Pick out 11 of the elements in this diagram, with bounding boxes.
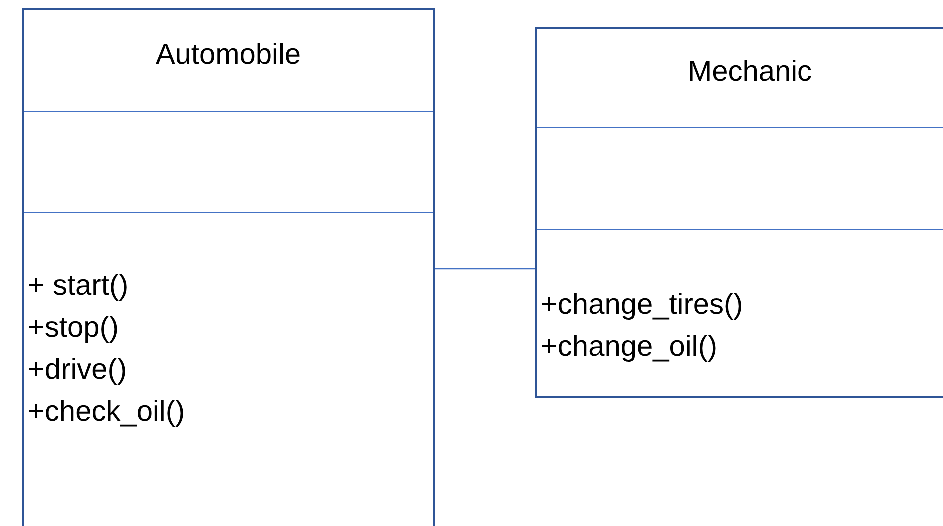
- method-name: + start(): [28, 269, 129, 304]
- method-name: +check_oil(): [28, 395, 186, 430]
- method-name: +stop(): [28, 311, 120, 346]
- class-name: Automobile: [154, 38, 302, 73]
- method-name: +drive(): [28, 353, 128, 388]
- method-name: +change_oil(): [541, 330, 718, 365]
- class-box: [22, 8, 435, 526]
- association-line: [435, 268, 535, 270]
- class-box: [535, 27, 943, 398]
- class-name: Mechanic: [686, 55, 814, 90]
- method-name: +change_tires(): [541, 288, 744, 323]
